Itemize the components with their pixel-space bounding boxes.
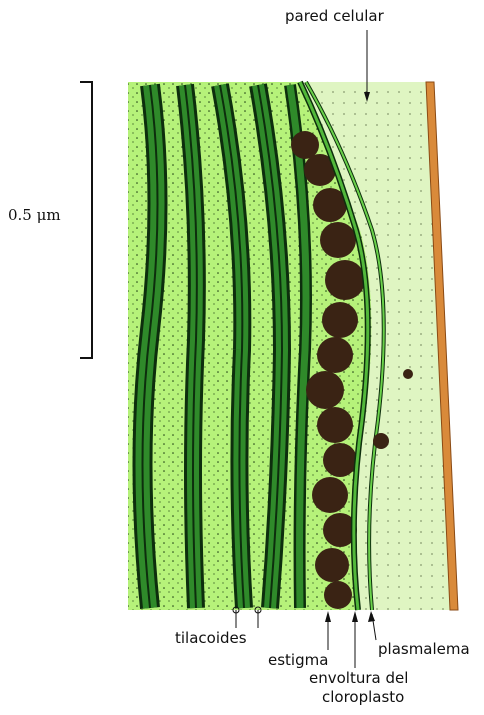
stigma-granule <box>320 222 356 258</box>
label-cell-wall: pared celular <box>285 8 384 25</box>
stigma-granule <box>317 407 353 443</box>
stigma-arrowhead <box>325 611 331 622</box>
thylakoid-bracket <box>236 610 258 628</box>
envelope-arrowhead <box>352 611 358 622</box>
label-scale: 0.5 μm <box>8 206 61 224</box>
stigma-granule <box>324 581 352 609</box>
vesicle <box>403 369 413 379</box>
stigma-granule <box>325 260 365 300</box>
label-plasmalemma: plasmalema <box>378 641 470 658</box>
label-stigma: estigma <box>268 652 328 669</box>
stigma-granule <box>312 477 348 513</box>
vesicle <box>373 433 389 449</box>
label-thylakoids: tilacoides <box>175 630 247 647</box>
stigma-granule <box>315 548 349 582</box>
stigma-granule <box>323 443 357 477</box>
stigma-granule <box>306 371 344 409</box>
label-envelope-line1: envoltura del <box>309 670 408 687</box>
stigma-granule <box>317 337 353 373</box>
scale-bar <box>80 82 93 358</box>
stigma-granule <box>322 302 358 338</box>
stigma-granule <box>291 131 319 159</box>
label-envelope-line2: cloroplasto <box>322 689 404 706</box>
plasmalemma-arrowhead <box>368 611 375 622</box>
